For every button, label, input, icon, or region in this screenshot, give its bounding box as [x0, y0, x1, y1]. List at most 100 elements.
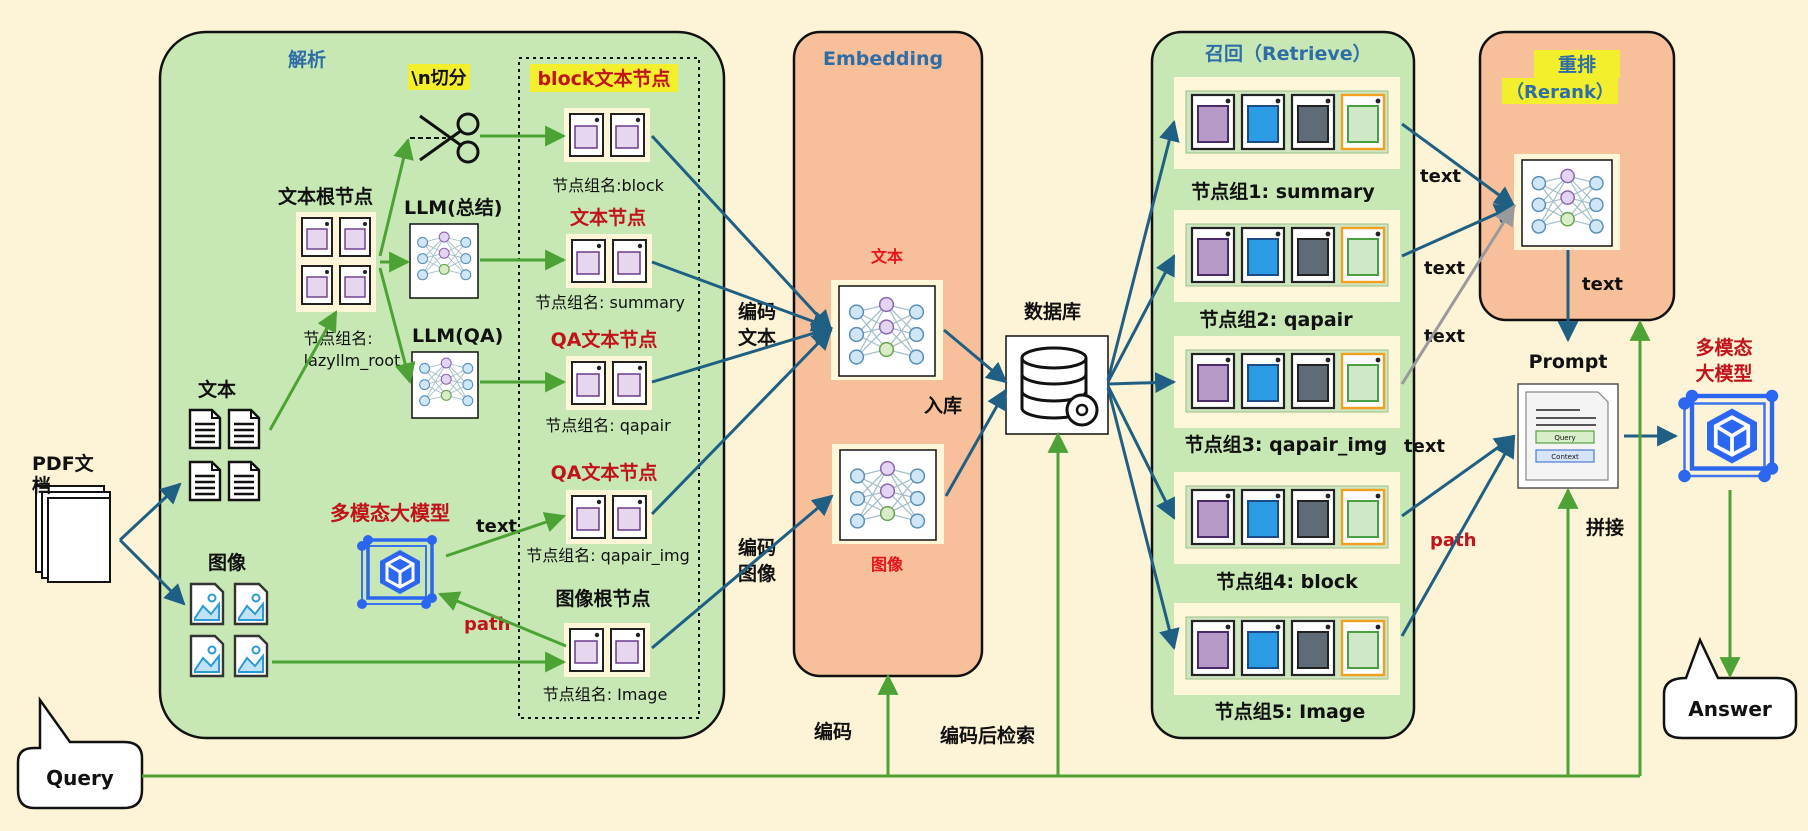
retrieve-group-2-cards [1172, 208, 1402, 304]
qa-header-1: QA文本节点 [551, 328, 658, 351]
bottom-encode-search-label: 编码后检索 [940, 724, 1035, 747]
split-label: \n切分 [411, 68, 466, 89]
split-label-highlight [408, 64, 470, 90]
qapair-img-node-pair [565, 489, 653, 545]
retrieve-group-4-label: 节点组4: block [1216, 570, 1358, 593]
parse-path-edge-label: path [464, 614, 510, 635]
bottom-encode-label: 编码 [814, 720, 852, 743]
summary-node-pair [565, 233, 653, 289]
arrow-db-to-group-4 [1106, 385, 1176, 520]
answer-callout [1662, 636, 1798, 740]
arrow-root-to-llm-qa [378, 267, 416, 385]
retrieve-title: 召回（Retrieve） [1205, 42, 1372, 65]
rerank-title-highlight-2 [1502, 78, 1618, 104]
retrieve-group-5-cards [1172, 601, 1402, 697]
arrow-group-3-to-rerank [1400, 204, 1516, 385]
parse-title: 解析 [288, 48, 326, 71]
root-node-cards [296, 212, 376, 312]
pdf-document-icon [35, 485, 111, 583]
retrieve-group-3-cards [1172, 334, 1402, 430]
database-label: 数据库 [1024, 300, 1081, 323]
answer-label: Answer [1688, 697, 1772, 721]
arrow-pdf-to-text [118, 482, 182, 542]
mm-model-label-1: 多模态 [1695, 336, 1752, 359]
pdf-label-2: 档 [32, 474, 51, 497]
group-block-label: 节点组名:block [552, 176, 665, 195]
block-node-pair [563, 107, 651, 163]
retrieve-group-1-cards [1172, 75, 1402, 171]
group-qapair-img-label: 节点组名: qapair_img [526, 546, 690, 566]
arrow-image-embed-to-db [944, 388, 1008, 497]
arrows [118, 119, 1741, 778]
arrow-text-embed-to-db [943, 328, 1008, 384]
arrow-db-to-group-1 [1106, 119, 1180, 381]
text-node-header: 文本节点 [570, 206, 646, 229]
rerank-text-out: text [1582, 274, 1623, 295]
prompt-title: Prompt [1529, 351, 1608, 373]
block-header-highlight [530, 64, 678, 92]
image-root-label: 图像根节点 [555, 587, 650, 610]
arrow-summary-to-text-embed [651, 260, 833, 332]
qapair-node-pair [565, 355, 653, 411]
arrow-qapair-img-to-text-embed [650, 328, 833, 516]
image-category-label: 图像 [208, 551, 247, 574]
arrow-db-to-group-5 [1106, 387, 1180, 651]
query-callout [16, 696, 144, 810]
scissors-icon [410, 112, 480, 164]
arrow-image-root-to-mm [438, 591, 567, 648]
arrow-mm-to-qapair-img [445, 512, 566, 558]
image-node-pair [563, 622, 651, 678]
arrow-group-5-to-prompt [1400, 436, 1516, 637]
neural-net-icon [417, 231, 472, 281]
embedding-text-label: 文本 [871, 247, 903, 266]
database-icon [1020, 346, 1099, 427]
prompt-doc-icon [1525, 391, 1609, 481]
arrow-root-to-split [378, 137, 414, 257]
arrow-db-to-group-2 [1106, 254, 1176, 383]
root-node-label: 文本根节点 [278, 185, 373, 208]
image-file-icon [189, 634, 225, 678]
neural-net-icon [848, 296, 925, 365]
arrow-qapair-to-text-embed [651, 323, 834, 384]
group-qapair-label: 节点组名: qapair [545, 416, 671, 435]
neural-net-icon [419, 357, 474, 407]
retrieve-group-1-label: 节点组1: summary [1191, 180, 1375, 203]
prompt-query-field: Query [1554, 434, 1575, 442]
arrow-db-to-group-3 [1107, 372, 1177, 394]
retrieve-group-5-label: 节点组5: Image [1215, 700, 1366, 723]
retrieve-group-4-cards [1172, 470, 1402, 566]
arrow-group-4-to-prompt [1401, 434, 1516, 518]
arrow-image-to-image-embed [651, 494, 834, 650]
root-group-label-2: lazyllm_root [304, 351, 401, 371]
text-doc-icon [188, 460, 222, 502]
llm-qa-label: LLM(QA) [412, 325, 503, 347]
group-summary-label: 节点组名: summary [535, 293, 685, 312]
multimodal-model-icon [355, 533, 439, 611]
encode-image-label-2: 图像 [738, 562, 777, 585]
retrieve-group-2-label: 节点组2: qapair [1199, 308, 1353, 331]
image-file-icon [233, 634, 269, 678]
prompt-context-field: Context [1551, 453, 1579, 461]
rerank-title-1: 重排 [1558, 53, 1596, 76]
encode-text-label-2: 文本 [738, 326, 776, 349]
multimodal-model-icon [1678, 390, 1778, 483]
llm-summary-label: LLM(总结) [404, 196, 503, 219]
embedding-image-label: 图像 [871, 555, 904, 574]
edge-path: path [1430, 530, 1476, 551]
root-group-label-1: 节点组名: [303, 329, 372, 348]
neural-net-icon [849, 460, 926, 529]
parse-text-edge-label: text [476, 516, 517, 537]
qa-header-2: QA文本节点 [551, 461, 658, 484]
rerank-title-2: （Rerank） [1506, 82, 1614, 103]
embedding-title: Embedding [823, 48, 943, 70]
edge-text-1: text [1420, 166, 1461, 187]
arrow-block-to-text-embed [650, 134, 833, 332]
arrow-group-1-to-rerank [1401, 122, 1516, 208]
mm-model-label-2: 大模型 [1695, 362, 1752, 385]
encode-text-label-1: 编码 [738, 300, 776, 323]
store-label: 入库 [924, 394, 962, 417]
image-file-icon [233, 582, 269, 626]
edge-text-2: text [1424, 258, 1465, 279]
text-doc-icon [227, 460, 261, 502]
